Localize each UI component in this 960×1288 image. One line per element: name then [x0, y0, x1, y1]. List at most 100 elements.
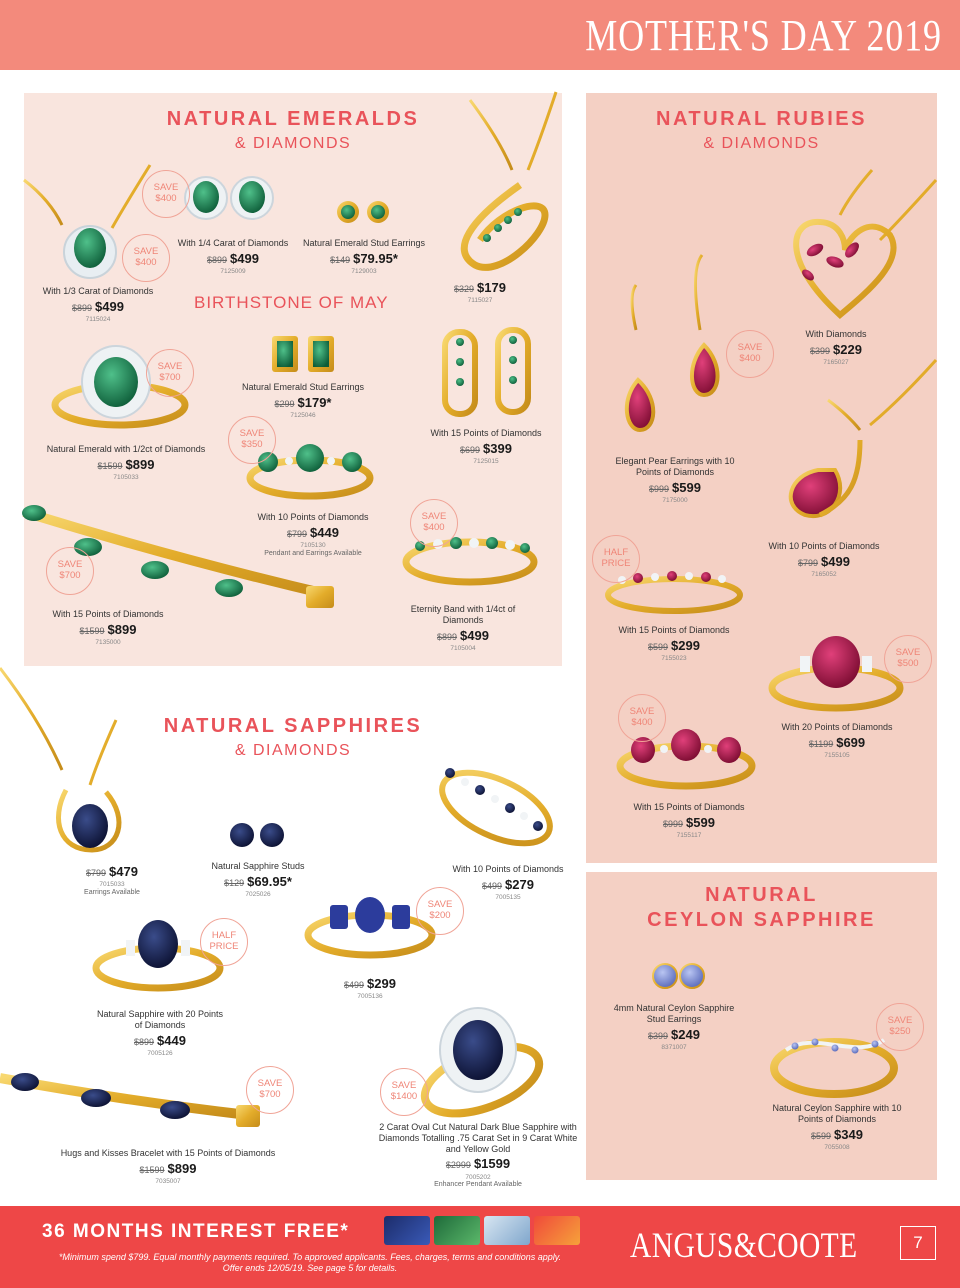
product-card[interactable]: With 1/3 Carat of Diamonds $899$499 7115…	[30, 286, 166, 324]
product-card[interactable]: With 15 Points of Diamonds $699$399 7125…	[420, 428, 552, 466]
ceylon-sapphire-ring	[770, 1038, 898, 1098]
product-description: With 15 Points of Diamonds	[52, 609, 164, 619]
ceylon-sapphire-studs	[652, 963, 705, 989]
sapphire-cluster-ring	[420, 1007, 544, 1118]
product-code: 7025026	[245, 890, 271, 898]
product-description: Natural Ceylon Sapphire with 10 Points o…	[772, 1103, 902, 1124]
product-card[interactable]: Natural Ceylon Sapphire with 10 Points o…	[766, 1103, 908, 1152]
product-card[interactable]: $499$299 7005136	[320, 974, 420, 1001]
original-price: $999	[663, 818, 684, 829]
save-badge: SAVE$700	[246, 1066, 294, 1114]
original-price: $799	[287, 528, 308, 539]
interest-free-headline: 36 MONTHS INTEREST FREE*	[42, 1221, 350, 1242]
birthstone-label: BIRTHSTONE OF MAY	[194, 293, 389, 312]
ruby-pear-earrings	[624, 254, 720, 433]
original-price: $1599	[79, 625, 105, 636]
page-number: 7	[900, 1226, 936, 1260]
product-description: With 15 Points of Diamonds	[430, 428, 542, 438]
product-card[interactable]: With 15 Points of Diamonds $599$299 7155…	[604, 625, 744, 663]
product-description: 2 Carat Oval Cut Natural Dark Blue Sapph…	[378, 1122, 578, 1154]
product-code: 7125015	[473, 457, 499, 465]
product-card[interactable]: With 10 Points of Diamonds $799$449 7105…	[240, 512, 386, 558]
product-code: 7005136	[357, 993, 383, 1001]
product-code: 7125009	[220, 267, 246, 275]
sale-price: $499	[95, 298, 124, 314]
original-price: $1599	[139, 1164, 165, 1175]
sale-price: $899	[167, 1160, 197, 1176]
sale-price: $479	[109, 864, 138, 879]
product-card[interactable]: Elegant Pear Earrings with 10 Points of …	[608, 456, 742, 505]
product-card[interactable]: Natural Emerald with 1/2ct of Diamonds $…	[36, 444, 216, 482]
product-card[interactable]: With 10 Points of Diamonds $499$279 7005…	[440, 864, 576, 902]
product-card[interactable]: With 10 Points of Diamonds $799$499 7165…	[752, 541, 896, 579]
save-badge: SAVE$1400	[380, 1068, 428, 1116]
product-description: Hugs and Kisses Bracelet with 15 Points …	[60, 1148, 276, 1158]
original-price: $599	[811, 1130, 832, 1141]
product-card[interactable]: $799$479 7015033 Earrings Available	[60, 862, 164, 897]
terms-line-1: *Minimum spend $799. Equal monthly payme…	[58, 1252, 562, 1262]
product-code: 7005135	[495, 893, 521, 901]
original-price: $399	[810, 345, 831, 356]
original-price: $899	[207, 254, 228, 265]
ceylon-title-line1: NATURAL	[705, 884, 818, 906]
product-description: With 10 Points of Diamonds	[257, 512, 369, 522]
product-code: 7155105	[824, 751, 850, 759]
emerald-twist-pendant	[460, 91, 558, 271]
sale-price: $449	[310, 524, 339, 540]
sale-price: $179	[477, 280, 506, 295]
product-card[interactable]: With 20 Points of Diamonds $1199$699 715…	[766, 722, 908, 760]
product-code: 7125046	[290, 411, 316, 419]
sale-price: $1599	[473, 1156, 511, 1172]
sale-price: $499	[821, 553, 850, 569]
product-card[interactable]: With 15 Points of Diamonds $1599$899 713…	[40, 609, 176, 647]
ruby-drop-pendant	[788, 358, 938, 519]
product-code: 7005126	[147, 1049, 173, 1057]
product-code: 7105033	[113, 473, 139, 481]
product-description: Natural Emerald with 1/2ct of Diamonds	[46, 444, 206, 454]
gem-visa-card-icon	[384, 1216, 430, 1245]
sale-price: $599	[672, 479, 701, 495]
product-card[interactable]: Eternity Band with 1/4ct of Diamonds $89…	[408, 604, 518, 653]
sapphire-pendant	[0, 667, 122, 853]
jewellery-artwork	[0, 91, 938, 1127]
product-card[interactable]: 2 Carat Oval Cut Natural Dark Blue Sapph…	[378, 1122, 578, 1190]
product-card[interactable]: $329$179 7115027	[440, 278, 520, 305]
emerald-eternity-band	[402, 537, 538, 586]
original-price: $899	[72, 302, 93, 313]
sale-price: $499	[230, 250, 259, 266]
product-card[interactable]: Natural Emerald Stud Earrings $149$79.95…	[298, 238, 430, 276]
sale-price: $449	[157, 1032, 186, 1048]
sale-price: $229	[833, 341, 862, 357]
product-description: With Diamonds	[805, 329, 867, 339]
sale-price: $599	[686, 814, 715, 830]
sapphire-bracelet	[0, 1073, 260, 1127]
product-card[interactable]: 4mm Natural Ceylon Sapphire Stud Earring…	[604, 1003, 744, 1052]
product-card[interactable]: Hugs and Kisses Bracelet with 15 Points …	[52, 1148, 284, 1186]
product-card[interactable]: With 15 Points of Diamonds $999$599 7155…	[616, 802, 762, 840]
product-description: Eternity Band with 1/4ct of Diamonds	[410, 604, 516, 625]
sale-price: $69.95*	[247, 873, 292, 889]
original-price: $799	[798, 557, 819, 568]
product-description: Elegant Pear Earrings with 10 Points of …	[615, 456, 735, 477]
original-price: $1199	[808, 738, 834, 749]
product-code: 7155117	[676, 831, 702, 839]
original-price: $129	[224, 877, 245, 888]
brand-logo: ANGUS&COOTE	[630, 1225, 858, 1265]
product-card[interactable]: Natural Sapphire with 20 Points of Diamo…	[94, 1009, 226, 1058]
original-price: $499	[482, 880, 503, 891]
sale-price: $299	[367, 976, 396, 991]
ruby-three-stone-ring	[616, 729, 756, 790]
product-card[interactable]: Natural Sapphire Studs $129$69.95* 70250…	[196, 861, 320, 899]
product-card[interactable]: With Diamonds $399$229 7165027	[780, 329, 892, 367]
sale-price: $279	[505, 876, 534, 892]
sale-price: $899	[125, 456, 155, 472]
terms-note: *Minimum spend $799. Equal monthly payme…	[30, 1252, 590, 1274]
save-badge: SAVE$400	[142, 170, 190, 218]
emerald-three-stone-ring	[246, 444, 374, 500]
product-description: Natural Sapphire with 20 Points of Diamo…	[96, 1009, 224, 1030]
product-card[interactable]: Natural Emerald Stud Earrings $299$179* …	[232, 382, 374, 420]
sale-price: $399	[483, 440, 512, 456]
product-card[interactable]: With 1/4 Carat of Diamonds $899$499 7125…	[168, 238, 298, 276]
sapphire-studs	[230, 823, 284, 847]
sale-price: $299	[671, 637, 700, 653]
